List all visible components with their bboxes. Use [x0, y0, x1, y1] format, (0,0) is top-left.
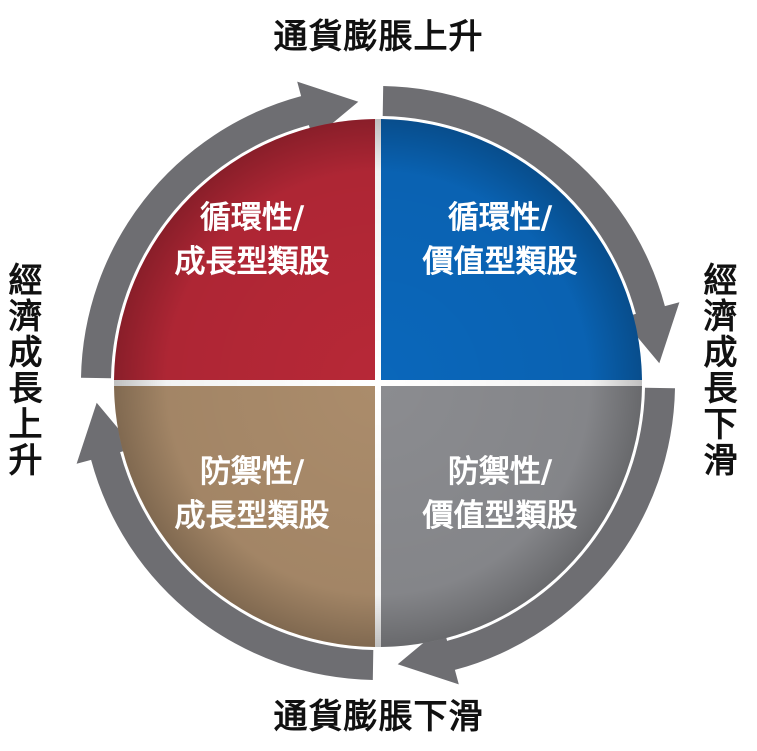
ring-arrows [76, 81, 680, 685]
label-inflation-rising: 通貨膨脹上升 [273, 17, 484, 57]
quadrant-line-1: 防禦性/ [447, 454, 553, 490]
quadrant-line-1: 防禦性/ [199, 454, 305, 490]
quadrant-text-top-left: 循環性/ 成長型類股 [152, 196, 352, 284]
label-growth-rising: 經濟成長上升 [2, 262, 42, 478]
quadrant-line-2: 成長型類股 [174, 498, 330, 534]
ring-arrow-bottom-right [397, 387, 675, 685]
label-growth-falling: 經濟成長下滑 [697, 262, 737, 478]
quadrant-text-bottom-right: 防禦性/ 價值型類股 [400, 450, 600, 538]
quadrant-line-2: 價值型類股 [422, 498, 578, 534]
quadrant-line-2: 價值型類股 [422, 244, 578, 280]
quadrant-line-1: 循環性/ [199, 200, 305, 236]
label-inflation-falling: 通貨膨脹下滑 [273, 697, 484, 737]
quadrant-line-1: 循環性/ [447, 200, 553, 236]
quadrant-text-top-right: 循環性/ 價值型類股 [400, 196, 600, 284]
quadrants [114, 119, 642, 647]
ring-arrow-top-left [81, 81, 359, 379]
ring-arrow-top-right [382, 86, 680, 364]
quadrant-line-2: 成長型類股 [174, 244, 330, 280]
ring-arrow-bottom-left [76, 402, 374, 680]
quadrant-shading [114, 119, 642, 647]
quadrant-text-bottom-left: 防禦性/ 成長型類股 [152, 450, 352, 538]
